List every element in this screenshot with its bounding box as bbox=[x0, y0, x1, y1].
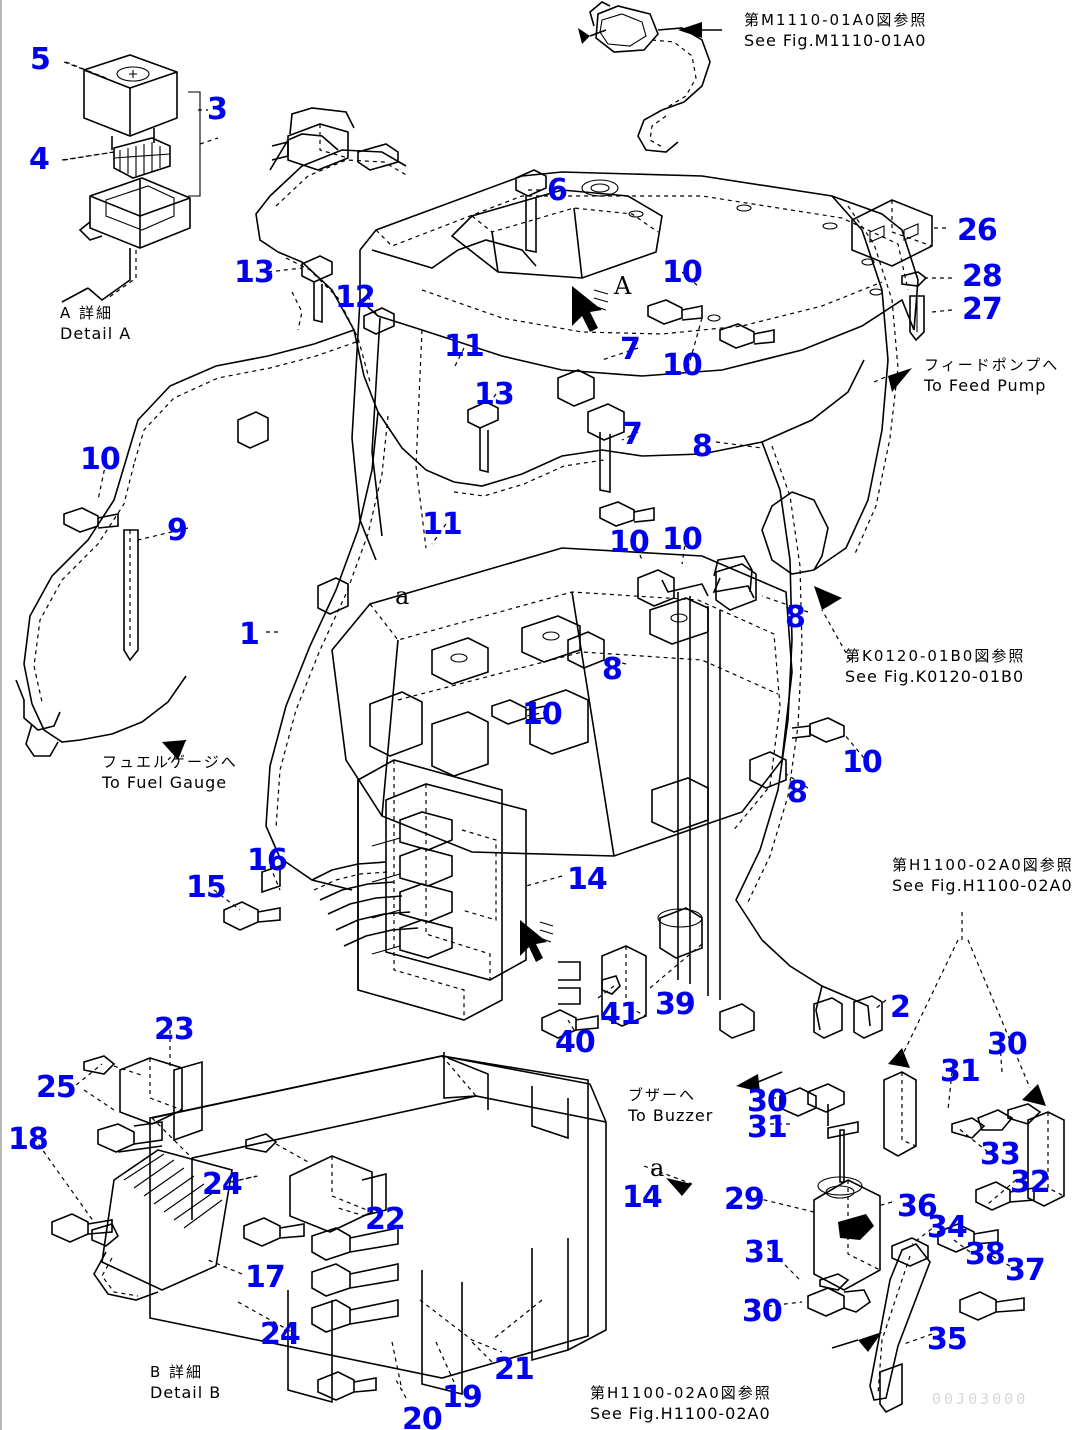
callout-number-39: 39 bbox=[655, 987, 696, 1022]
n-fig-m1110-jp: 第M1110-01A0図参照 bbox=[744, 11, 928, 29]
callout-number-36: 36 bbox=[897, 1189, 938, 1224]
callout-number-31: 31 bbox=[747, 1110, 788, 1145]
callout-number-11: 11 bbox=[422, 507, 463, 542]
callout-number-8: 8 bbox=[692, 429, 713, 464]
callout-number-21: 21 bbox=[494, 1352, 535, 1387]
fasteners-group bbox=[63, 123, 933, 1092]
callout-number-2: 2 bbox=[890, 990, 911, 1025]
callout-number-24: 24 bbox=[202, 1167, 243, 1202]
callout-number-10: 10 bbox=[662, 255, 703, 290]
callout-number-40: 40 bbox=[555, 1025, 596, 1060]
n-fuel-gauge-en: To Fuel Gauge bbox=[102, 773, 228, 793]
n-buzzer-jp: ブザーへ bbox=[628, 1086, 697, 1104]
n-fuel-gauge-jp: フュエルゲージへ bbox=[102, 753, 238, 771]
n-detail-b-en: Detail B bbox=[150, 1383, 222, 1403]
marker-a: A bbox=[614, 272, 632, 300]
callout-number-17: 17 bbox=[245, 1260, 286, 1295]
callout-number-10: 10 bbox=[522, 697, 563, 732]
n-fig-h1100b-jp: 第H1100-02A0図参照 bbox=[590, 1384, 772, 1402]
callout-number-16: 16 bbox=[247, 843, 288, 878]
callout-number-32: 32 bbox=[1010, 1165, 1051, 1200]
callout-number-10: 10 bbox=[80, 442, 121, 477]
callout-number-7: 7 bbox=[620, 332, 641, 367]
detail-b-group bbox=[51, 1052, 607, 1404]
callout-number-25: 25 bbox=[36, 1070, 77, 1105]
callout-number-33: 33 bbox=[980, 1137, 1021, 1172]
marker-a3: a bbox=[650, 1154, 665, 1182]
callout-number-34: 34 bbox=[927, 1210, 968, 1245]
callout-number-8: 8 bbox=[785, 600, 806, 635]
callout-number-12: 12 bbox=[335, 280, 376, 315]
n-fig-k0120-jp: 第K0120-01B0図参照 bbox=[845, 647, 1026, 665]
callout-number-1: 1 bbox=[239, 617, 260, 652]
n-fig-h1100a-en: See Fig.H1100-02A0 bbox=[892, 876, 1073, 896]
wire-harness-group bbox=[15, 107, 871, 1031]
callout-number-29: 29 bbox=[724, 1182, 765, 1217]
callout-number-10: 10 bbox=[662, 348, 703, 383]
callout-number-31: 31 bbox=[940, 1054, 981, 1089]
n-detail-a-jp: A 詳細 bbox=[60, 304, 114, 322]
callout-number-11: 11 bbox=[444, 329, 485, 364]
n-feed-pump-en: To Feed Pump bbox=[924, 376, 1047, 396]
top-component-group bbox=[578, 1, 722, 153]
callout-number-23: 23 bbox=[154, 1012, 195, 1047]
callout-number-22: 22 bbox=[365, 1202, 406, 1237]
callout-leaders bbox=[33, 61, 1017, 1399]
sender-assembly-group bbox=[779, 910, 1065, 1414]
main-frame-group bbox=[331, 171, 919, 1021]
n-fig-h1100a-jp: 第H1100-02A0図参照 bbox=[892, 856, 1074, 874]
n-fig-m1110: 第M1110-01A0図参照 See Fig.M1110-01A0 bbox=[744, 10, 927, 52]
callout-number-8: 8 bbox=[602, 652, 623, 687]
callout-number-41: 41 bbox=[600, 997, 641, 1032]
callout-number-27: 27 bbox=[962, 292, 1003, 327]
n-fig-h1100b-en: See Fig.H1100-02A0 bbox=[590, 1404, 771, 1424]
callout-number-10: 10 bbox=[609, 525, 650, 560]
n-fig-m1110-en: See Fig.M1110-01A0 bbox=[744, 31, 927, 51]
callout-number-10: 10 bbox=[842, 745, 883, 780]
callout-number-20: 20 bbox=[402, 1402, 443, 1430]
callout-number-7: 7 bbox=[622, 417, 643, 452]
callout-number-18: 18 bbox=[8, 1122, 49, 1157]
marker-a2: a bbox=[395, 582, 410, 610]
callout-number-14: 14 bbox=[567, 862, 608, 897]
n-feed-pump: フィードポンプへ To Feed Pump bbox=[924, 355, 1059, 397]
callout-number-3: 3 bbox=[207, 92, 228, 127]
callout-number-4: 4 bbox=[29, 142, 50, 177]
callout-number-30: 30 bbox=[987, 1027, 1028, 1062]
n-detail-b-jp: B 詳細 bbox=[150, 1363, 204, 1381]
n-fig-h1100a: 第H1100-02A0図参照 See Fig.H1100-02A0 bbox=[892, 855, 1074, 897]
n-buzzer: ブザーへ To Buzzer bbox=[628, 1085, 713, 1127]
callout-number-24: 24 bbox=[260, 1317, 301, 1352]
n-detail-a: A 詳細 Detail A bbox=[60, 303, 131, 345]
callout-number-10: 10 bbox=[662, 522, 703, 557]
n-fig-k0120: 第K0120-01B0図参照 See Fig.K0120-01B0 bbox=[845, 646, 1025, 688]
callout-number-13: 13 bbox=[474, 377, 515, 412]
callout-number-15: 15 bbox=[186, 870, 227, 905]
callout-number-5: 5 bbox=[30, 42, 51, 77]
callout-number-38: 38 bbox=[965, 1237, 1006, 1272]
n-feed-pump-jp: フィードポンプへ bbox=[924, 356, 1060, 374]
callout-number-30: 30 bbox=[747, 1084, 788, 1119]
callout-number-28: 28 bbox=[962, 259, 1003, 294]
n-buzzer-en: To Buzzer bbox=[628, 1106, 714, 1126]
callout-number-14: 14 bbox=[622, 1180, 663, 1215]
n-detail-b: B 詳細 Detail B bbox=[150, 1362, 221, 1404]
n-fig-k0120-en: See Fig.K0120-01B0 bbox=[845, 667, 1025, 687]
detail-a-group bbox=[61, 54, 219, 303]
callout-number-19: 19 bbox=[442, 1380, 483, 1415]
callout-number-37: 37 bbox=[1005, 1253, 1046, 1288]
n-fuel-gauge: フュエルゲージへ To Fuel Gauge bbox=[102, 752, 238, 794]
drawing-watermark: 00J03000 bbox=[932, 1390, 1029, 1408]
callout-number-26: 26 bbox=[957, 213, 998, 248]
n-detail-a-en: Detail A bbox=[60, 324, 132, 344]
callout-number-8: 8 bbox=[787, 775, 808, 810]
callout-number-13: 13 bbox=[234, 255, 275, 290]
n-fig-h1100b: 第H1100-02A0図参照 See Fig.H1100-02A0 bbox=[590, 1383, 772, 1425]
callout-number-9: 9 bbox=[167, 513, 188, 548]
callout-number-31: 31 bbox=[744, 1235, 785, 1270]
callout-number-35: 35 bbox=[927, 1322, 968, 1357]
callout-number-6: 6 bbox=[547, 173, 568, 208]
callout-number-30: 30 bbox=[742, 1294, 783, 1329]
